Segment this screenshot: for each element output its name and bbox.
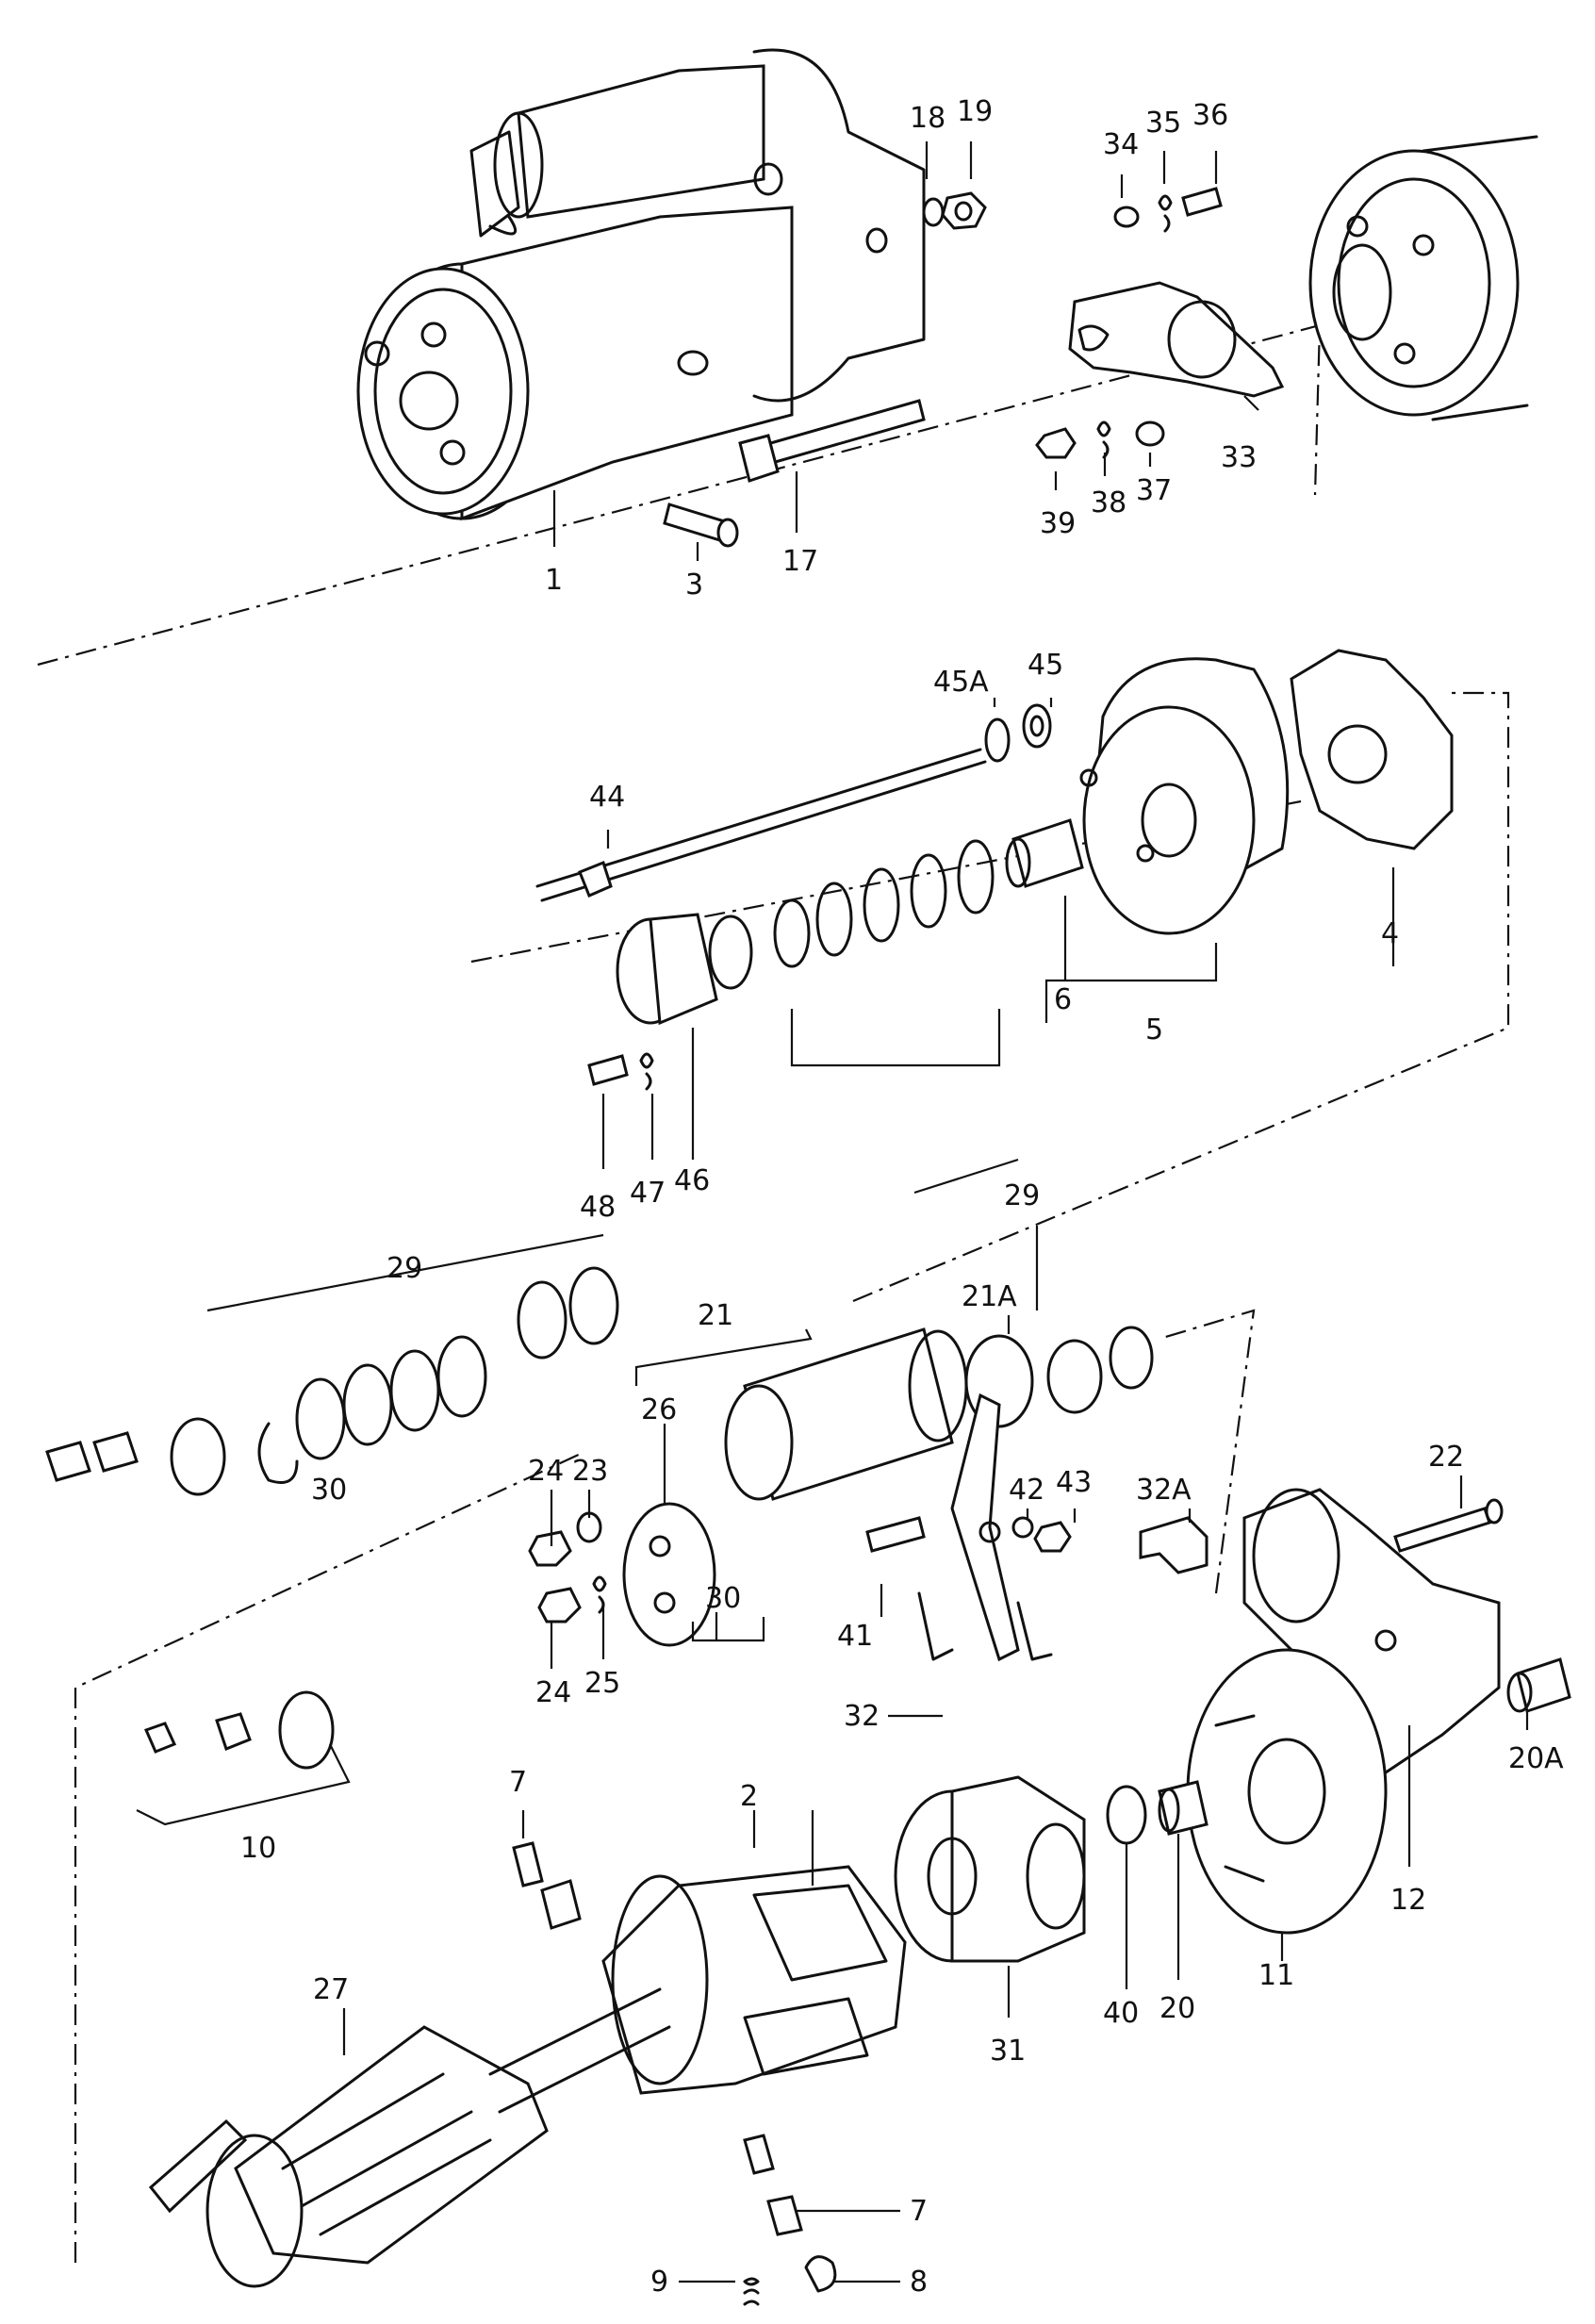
pin-41-42-43 xyxy=(865,1516,1072,1553)
callout-7-lower: 7 xyxy=(910,2195,928,2228)
bracket-part-33 xyxy=(1035,187,1285,459)
screw-part-3 xyxy=(663,503,739,548)
callout-26: 26 xyxy=(641,1393,677,1426)
bushing-part-20a xyxy=(1506,1657,1571,1713)
callout-39: 39 xyxy=(1040,507,1076,540)
brush-plate-part-4 xyxy=(1290,649,1454,850)
callout-45a: 45A xyxy=(933,666,989,699)
callout-33: 33 xyxy=(1221,441,1257,474)
callout-10: 10 xyxy=(240,1832,276,1865)
armature-part-27 xyxy=(148,1987,671,2288)
fork-lever-part-32 xyxy=(917,1393,1053,1662)
callout-37: 37 xyxy=(1136,474,1172,507)
callout-24-lower: 24 xyxy=(535,1676,571,1709)
callout-42: 42 xyxy=(1009,1474,1044,1507)
callout-30-left: 30 xyxy=(311,1474,347,1507)
callout-20: 20 xyxy=(1159,1992,1195,2025)
callout-40: 40 xyxy=(1103,1997,1139,2030)
bushing-part-6 xyxy=(1005,818,1084,888)
shims-group-30 xyxy=(45,1233,619,1496)
bushings-20-40 xyxy=(1106,1780,1209,1845)
callout-2: 2 xyxy=(740,1780,758,1813)
callout-47: 47 xyxy=(630,1177,666,1210)
field-frame-part-2 xyxy=(601,1865,907,2095)
callout-12: 12 xyxy=(1390,1884,1426,1917)
callout-35: 35 xyxy=(1145,107,1181,140)
callout-5: 5 xyxy=(1145,1014,1163,1047)
brushes-7-8-9 xyxy=(512,1841,837,2306)
callout-41: 41 xyxy=(837,1620,873,1653)
motor-end-view xyxy=(1308,135,1538,421)
callout-8: 8 xyxy=(910,2266,928,2299)
callout-24-upper: 24 xyxy=(528,1455,564,1488)
callout-32a: 32A xyxy=(1136,1474,1192,1507)
through-bolt-part-44 xyxy=(535,748,987,902)
solenoid-part-21 xyxy=(634,1327,968,1501)
callout-36: 36 xyxy=(1192,99,1228,132)
callout-21a: 21A xyxy=(962,1280,1017,1313)
callout-1: 1 xyxy=(545,564,563,597)
washers-45-45a xyxy=(984,703,1052,763)
cap-part-46 xyxy=(616,913,718,1026)
callout-23: 23 xyxy=(572,1455,608,1488)
callout-11: 11 xyxy=(1258,1959,1294,1992)
callout-20a: 20A xyxy=(1508,1742,1564,1775)
callout-34: 34 xyxy=(1103,128,1139,161)
callout-43: 43 xyxy=(1056,1466,1092,1499)
callout-19: 19 xyxy=(957,95,993,128)
commutator-end-housing-part-5 xyxy=(1079,657,1290,935)
block-part-32a xyxy=(1139,1516,1209,1574)
washer-nut-18-19 xyxy=(922,191,987,230)
cover-part-11 xyxy=(1186,1648,1388,1935)
callout-9: 9 xyxy=(650,2266,668,2299)
leader-lines xyxy=(342,141,1529,2283)
callout-3: 3 xyxy=(685,569,703,602)
callout-labels: 1 2 3 4 5 6 7 7 8 9 10 11 12 17 18 19 20… xyxy=(240,95,1564,2299)
callout-27: 27 xyxy=(313,1973,349,2006)
callout-30-middle: 30 xyxy=(705,1582,741,1615)
callout-22: 22 xyxy=(1428,1441,1464,1474)
callout-32: 32 xyxy=(844,1700,880,1733)
starter-motor-assembly xyxy=(356,48,926,521)
callout-29-upper: 29 xyxy=(1004,1179,1040,1212)
nuts-23-24-25 xyxy=(528,1511,607,1624)
shim-rings-part-29 xyxy=(708,839,1001,1067)
ring-part-21a xyxy=(964,1326,1154,1428)
callout-25: 25 xyxy=(584,1667,620,1700)
callout-21: 21 xyxy=(698,1299,733,1332)
callout-17: 17 xyxy=(782,545,818,578)
callout-48: 48 xyxy=(580,1191,616,1224)
bolt-part-22 xyxy=(1393,1498,1504,1553)
callout-44: 44 xyxy=(589,781,625,814)
bolt-part-17 xyxy=(738,399,926,483)
screw-washer-47-48 xyxy=(587,1052,654,1091)
callout-18: 18 xyxy=(910,102,945,135)
callout-45: 45 xyxy=(1028,649,1063,682)
callout-4: 4 xyxy=(1381,917,1399,950)
callout-29-left: 29 xyxy=(386,1252,422,1285)
callout-46: 46 xyxy=(674,1164,710,1197)
parts-group-10 xyxy=(136,1690,351,1826)
callout-31: 31 xyxy=(990,2035,1026,2068)
callout-38: 38 xyxy=(1091,486,1126,519)
callout-7-upper: 7 xyxy=(509,1766,527,1799)
solenoid-cap-part-26 xyxy=(622,1502,716,1647)
callout-6: 6 xyxy=(1054,983,1072,1016)
pinion-drive-part-31 xyxy=(894,1775,1086,1963)
